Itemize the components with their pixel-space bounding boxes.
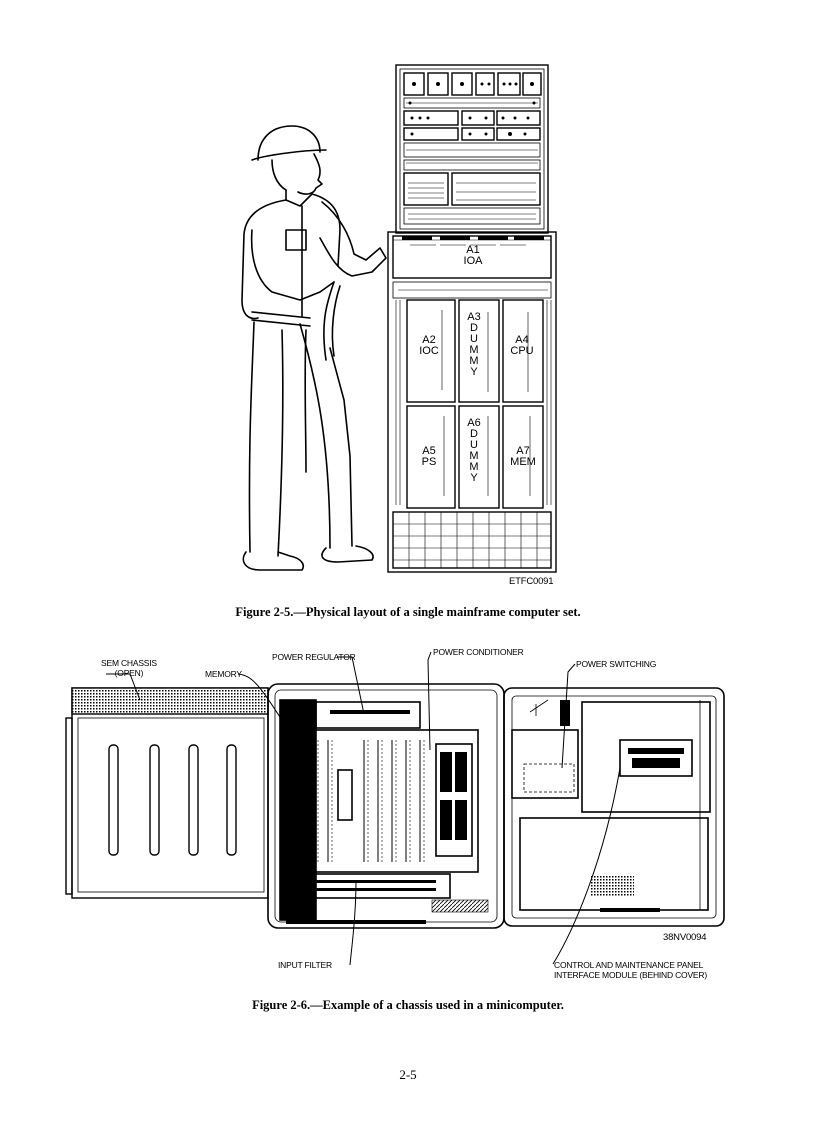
label-power-conditioner: POWER CONDITIONER bbox=[433, 647, 524, 657]
label-input-filter: INPUT FILTER bbox=[278, 960, 332, 970]
label-power-regulator: POWER REGULATOR bbox=[272, 652, 356, 662]
label-control-panel: CONTROL AND MAINTENANCE PANEL INTERFACE … bbox=[554, 960, 707, 980]
module-label-a4: A4 CPU bbox=[510, 334, 534, 357]
module-label-a3: A3 D U M M Y bbox=[467, 311, 481, 378]
module-label-a2: A2 IOC bbox=[419, 334, 439, 357]
module-label-a6: A6 D U M M Y bbox=[467, 417, 481, 484]
page-number: 2-5 bbox=[399, 1067, 417, 1082]
mainframe-illustration bbox=[241, 64, 557, 573]
module-label-a1: A1 IOA bbox=[463, 244, 483, 267]
figure-caption: Figure 2-5.—Physical layout of a single … bbox=[235, 605, 581, 619]
label-power-switching: POWER SWITCHING bbox=[576, 659, 657, 669]
figure-id: ETFC0091 bbox=[509, 576, 554, 587]
figure-caption: Figure 2-6.—Example of a chassis used in… bbox=[252, 998, 564, 1012]
label-memory: MEMORY bbox=[205, 669, 242, 679]
module-label-a5: A5 PS bbox=[421, 445, 437, 468]
label-sem-chassis: SEM CHASSIS (OPEN) bbox=[101, 658, 157, 678]
module-label-a7: A7 MEM bbox=[510, 445, 536, 468]
figure-id: 38NV0094 bbox=[663, 932, 707, 943]
